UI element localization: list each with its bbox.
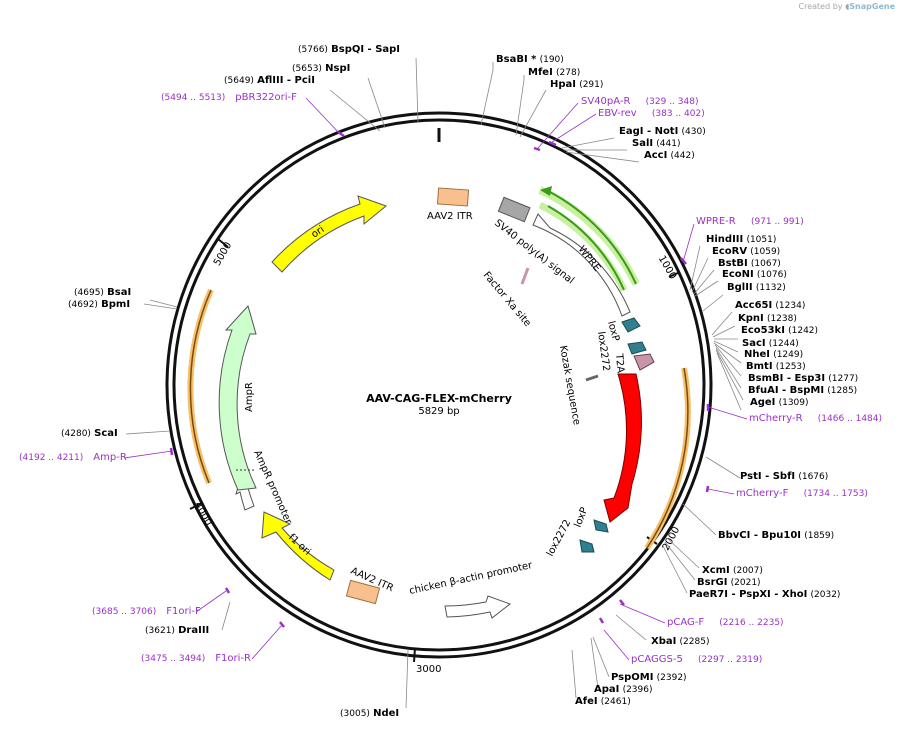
enzyme-label[interactable]: AfeI (2461) — [575, 696, 631, 707]
primer-label[interactable]: (3685 .. 3706)F1ori-F — [92, 606, 201, 617]
chicken-beta-actin-promoter-feature — [444, 595, 512, 619]
enzyme-label[interactable]: XbaI (2285) — [651, 636, 710, 647]
t2a-label: T2A — [613, 352, 626, 373]
primer-label[interactable]: pCAG-F (2216 .. 2235) — [667, 617, 784, 628]
t2a-arrow — [633, 353, 655, 371]
ampr-feature — [218, 305, 257, 491]
enzyme-label[interactable]: SacI (1244) — [742, 338, 799, 349]
wpre-primer-head — [540, 186, 552, 196]
enzyme-label[interactable]: HpaI (291) — [550, 79, 604, 90]
ampr-promoter-label: AmpR promoter — [251, 449, 294, 527]
plasmid-length: 5829 bp — [418, 406, 459, 417]
mcherry-feature — [603, 373, 642, 523]
loxp-bottom-label: loxP — [573, 506, 591, 529]
primer-label[interactable]: pCAGGS-5 (2297 .. 2319) — [631, 654, 763, 665]
primer-label[interactable]: EBV-rev (383 .. 402) — [598, 108, 705, 119]
plasmid-name: AAV-CAG-FLEX-mCherry — [366, 392, 512, 405]
wpre-primer-arrow-2-core — [547, 205, 625, 291]
enzyme-label[interactable]: BsmBI - Esp3I (1277) — [748, 373, 859, 384]
enzyme-label[interactable]: SalI (441) — [632, 138, 681, 149]
f1-ori-feature — [261, 511, 335, 581]
enzyme-label[interactable]: PaeR7I - PspXI - XhoI (2032) — [689, 589, 841, 600]
enzyme-label[interactable]: PspOMI (2392) — [611, 672, 687, 683]
enzyme-label[interactable]: BstBI (1067) — [718, 258, 781, 269]
enzyme-label[interactable]: BglII (1132) — [727, 282, 786, 293]
enzyme-label[interactable]: Eco53kI (1242) — [741, 325, 819, 336]
backbone-outer — [165, 111, 713, 659]
enzyme-label[interactable]: HindIII (1051) — [706, 234, 777, 245]
enzyme-label[interactable]: AgeI (1309) — [750, 397, 809, 408]
primer-markers — [169, 130, 710, 628]
tick-3000: 3000 — [413, 647, 441, 675]
sv40-polya-feature — [497, 196, 531, 223]
enzyme-label[interactable]: BfuAI - BspMI (1285) — [748, 385, 858, 396]
loxp-bottom-arrow — [593, 519, 609, 533]
credit-brand: SnapGene — [849, 2, 895, 11]
orf-highlight-left-core — [189, 289, 212, 484]
enzyme-label[interactable]: (4695) BsaI — [74, 287, 132, 298]
enzyme-label[interactable]: BsrGI (2021) — [697, 577, 761, 588]
lox2272-bottom-arrow — [579, 539, 595, 553]
primer-label[interactable]: WPRE-R (971 .. 991) — [696, 216, 804, 227]
aav2-itr-bottom — [345, 579, 381, 605]
tick-label: 3000 — [416, 664, 441, 675]
aav2-itr-top — [436, 187, 470, 207]
enzyme-label[interactable]: PstI - SbfI (1676) — [740, 471, 829, 482]
sv40-polya-label: SV40 poly(A) signal — [492, 218, 576, 287]
enzyme-label[interactable]: BmtI (1253) — [746, 361, 806, 372]
enzyme-label[interactable]: EagI - NotI (430) — [619, 126, 706, 137]
chicken-beta-actin-promoter-label: chicken β-actin promoter — [408, 560, 534, 597]
enzyme-label[interactable]: MfeI (278) — [528, 67, 581, 78]
snapgene-credit: Created by ◖SnapGene — [799, 2, 895, 11]
tick-4000: 4000 — [189, 500, 214, 528]
wpre-feature — [532, 213, 631, 317]
ori-feature — [271, 195, 388, 273]
backbone-inner — [172, 118, 706, 652]
aav2-itr-top-label: AAV2 ITR — [427, 211, 473, 222]
enzyme-label[interactable]: BsaBI * (190) — [496, 54, 564, 65]
tick-label: 4000 — [192, 500, 214, 528]
enzyme-label[interactable]: (4692) BpmI — [68, 299, 131, 310]
kozak-site — [585, 374, 599, 382]
wpre-primer-arrow-core — [547, 190, 637, 285]
ampr-label: AmpR — [244, 382, 255, 412]
mcherry-label[interactable]: mCherry — [640, 416, 663, 466]
enzyme-label[interactable]: (5766) BspQI - SapI — [298, 44, 401, 55]
primer-label[interactable]: mCherry-R (1466 .. 1484) — [749, 413, 883, 424]
enzyme-label[interactable]: (5649) AflIII - PciI — [224, 75, 315, 86]
enzyme-label[interactable]: EcoNI (1076) — [722, 269, 787, 280]
enzyme-label[interactable]: Acc65I (1234) — [735, 300, 806, 311]
enzyme-label[interactable]: (3005) NdeI — [340, 708, 400, 719]
enzyme-label[interactable]: (5653) NspI — [292, 63, 351, 74]
primer-leaders — [123, 97, 748, 661]
primer-label[interactable]: (5494 .. 5513)pBR322ori-F — [161, 92, 297, 103]
primer-label[interactable]: (3475 .. 3494)F1ori-R — [141, 653, 251, 664]
snapgene-logo-icon: ◖ — [845, 2, 850, 11]
enzyme-label[interactable]: (4280) ScaI — [61, 428, 118, 439]
primer-label[interactable]: (4192 .. 4211)Amp-R — [19, 452, 127, 463]
enzyme-label[interactable]: ApaI (2396) — [594, 684, 653, 695]
factor-xa-site — [520, 267, 530, 285]
loxp-top-label: loxP — [605, 320, 621, 343]
loxp-top-arrow — [621, 317, 641, 333]
enzyme-leaders-left — [125, 57, 419, 709]
enzyme-label[interactable]: AccI (442) — [644, 150, 695, 161]
tick-label: 1000 — [656, 254, 678, 282]
kozak-label: Kozak sequence — [557, 345, 582, 426]
enzyme-label[interactable]: NheI (1249) — [744, 349, 804, 360]
primer-label[interactable]: SV40pA-R (329 .. 348) — [581, 96, 699, 107]
enzyme-label[interactable]: (3621) DraIII — [145, 625, 210, 636]
primer-label[interactable]: mCherry-F (1734 .. 1753) — [736, 488, 868, 499]
lox2272-top-arrow — [627, 341, 647, 355]
enzyme-label[interactable]: EcoRV (1059) — [712, 246, 781, 257]
enzyme-label[interactable]: XcmI (2007) — [702, 565, 763, 576]
enzyme-leaders-right — [480, 62, 744, 699]
enzyme-label[interactable]: BbvCI - Bpu10I (1859) — [718, 530, 835, 541]
lox2272-bottom-label: lox2272 — [545, 518, 573, 558]
enzyme-label[interactable]: KpnI (1238) — [738, 313, 797, 324]
credit-prefix: Created by — [798, 2, 843, 11]
orf-highlight-right-core — [646, 367, 689, 549]
